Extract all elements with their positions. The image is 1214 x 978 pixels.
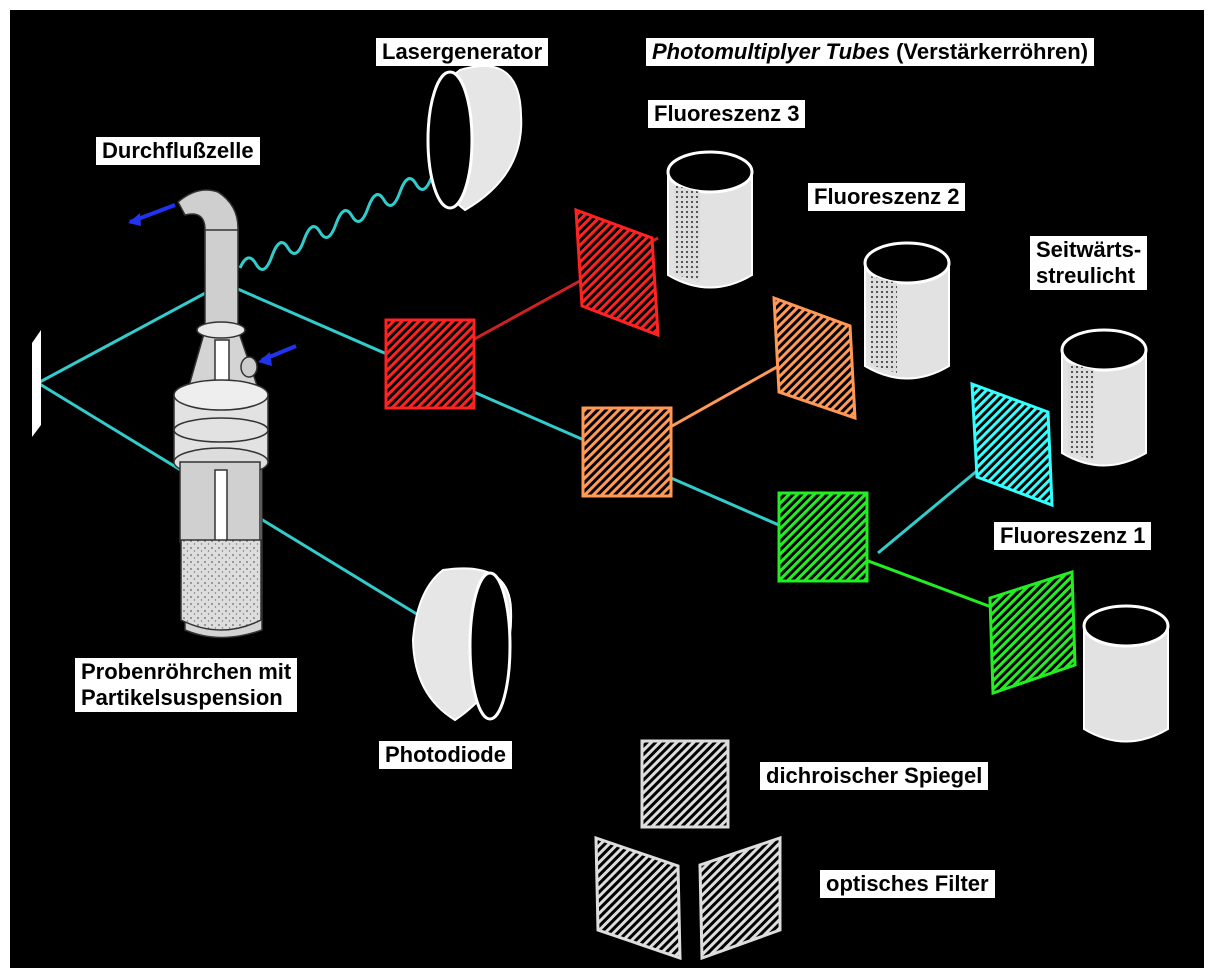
dichroic-mirror-green [777,491,869,583]
label-proben-line2: Partikelsuspension [81,685,283,710]
filter-red [574,207,660,338]
legend-filter-symbol-right [698,835,782,961]
laser-wave [238,161,450,271]
label-lasergenerator: Lasergenerator [376,38,549,66]
label-pmt-rest: (Verstärkerröhren) [889,39,1089,64]
filter-orange [772,295,857,421]
pmt-fluoreszenz1 [1082,604,1170,743]
legend-filter-symbol-left [594,835,682,961]
pmt-seitwaertsstreulicht [1060,328,1148,467]
flow-cell [173,189,269,639]
label-dichroischer-spiegel: dichroischer Spiegel [760,762,989,790]
label-seitwaerts-streulicht: Seitwärts- streulicht [1030,236,1148,290]
label-seitwaerts-line2: streulicht [1036,263,1136,288]
label-fluoreszenz-1: Fluoreszenz 1 [994,522,1152,550]
pmt-fluoreszenz2 [863,241,951,380]
label-optisches-filter: optisches Filter [820,870,995,898]
filter-cyan [970,381,1054,508]
label-seitwaerts-line1: Seitwärts- [1036,237,1142,262]
label-fluoreszenz-2: Fluoreszenz 2 [808,183,966,211]
label-pmt-italic: Photomultiplyer Tubes [652,39,890,64]
reflector-mirror [32,330,41,437]
label-durchflusszelle: Durchflußzelle [96,137,260,165]
dichroic-mirror-orange [581,406,673,498]
photodiode [411,567,513,722]
laser-generator [426,65,523,212]
legend-dichroic-symbol [640,739,730,829]
label-fluoreszenz-3: Fluoreszenz 3 [648,100,806,128]
label-photomultiplier-tubes: Photomultiplyer Tubes (Verstärkerröhren) [646,38,1095,66]
pmt-fluoreszenz3 [666,150,754,289]
label-photodiode: Photodiode [379,741,512,769]
label-proben-line1: Probenröhrchen mit [81,659,292,684]
dichroic-mirror-red [384,318,476,410]
label-probenroehrchen: Probenröhrchen mit Partikelsuspension [75,658,298,712]
filter-green [988,569,1077,696]
